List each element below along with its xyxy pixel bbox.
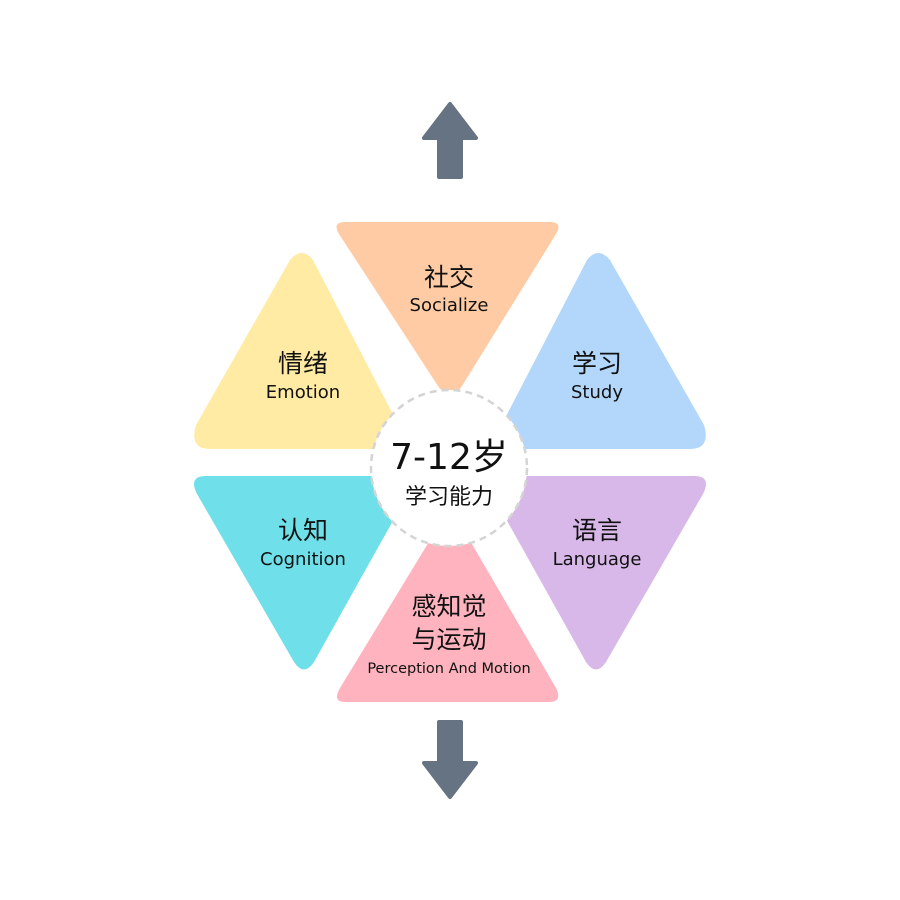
center-subtitle: 学习能力 xyxy=(405,485,493,510)
segment-socialize-subtitle: Socialize xyxy=(410,295,489,316)
arrow-up-icon xyxy=(422,102,478,179)
segment-study-subtitle: Study xyxy=(571,382,623,403)
arrow-down-icon xyxy=(422,720,478,799)
segment-socialize-title: 社交 xyxy=(424,263,474,292)
segment-language: 语言 Language xyxy=(498,476,706,670)
segment-language-shape xyxy=(498,476,706,670)
segment-cognition: 认知 Cognition xyxy=(194,476,402,670)
segment-perception-title-line2: 与运动 xyxy=(411,625,486,654)
center-title: 7-12岁 xyxy=(390,437,508,478)
segment-language-subtitle: Language xyxy=(553,549,642,570)
segment-perception-shape xyxy=(336,518,559,702)
segment-perception: 感知觉 与运动 Perception And Motion xyxy=(336,518,559,702)
segment-study: 学习 Study xyxy=(496,253,706,449)
segment-cognition-title: 认知 xyxy=(278,516,328,545)
segment-socialize-shape xyxy=(336,222,559,395)
segment-emotion-shape xyxy=(194,253,404,449)
segment-perception-title-line1: 感知觉 xyxy=(411,592,486,621)
segment-study-shape xyxy=(496,253,706,449)
segment-cognition-subtitle: Cognition xyxy=(260,549,346,570)
center-circle xyxy=(369,388,529,548)
segment-emotion-subtitle: Emotion xyxy=(266,382,340,403)
segment-emotion: 情绪 Emotion xyxy=(194,253,404,449)
segment-language-title: 语言 xyxy=(572,516,622,545)
segment-study-title: 学习 xyxy=(572,349,622,378)
center-badge: 7-12岁 学习能力 xyxy=(369,388,529,548)
segment-perception-subtitle: Perception And Motion xyxy=(367,661,530,677)
segment-socialize: 社交 Socialize xyxy=(336,222,559,395)
segment-cognition-shape xyxy=(194,476,402,670)
segment-emotion-title: 情绪 xyxy=(278,349,328,378)
